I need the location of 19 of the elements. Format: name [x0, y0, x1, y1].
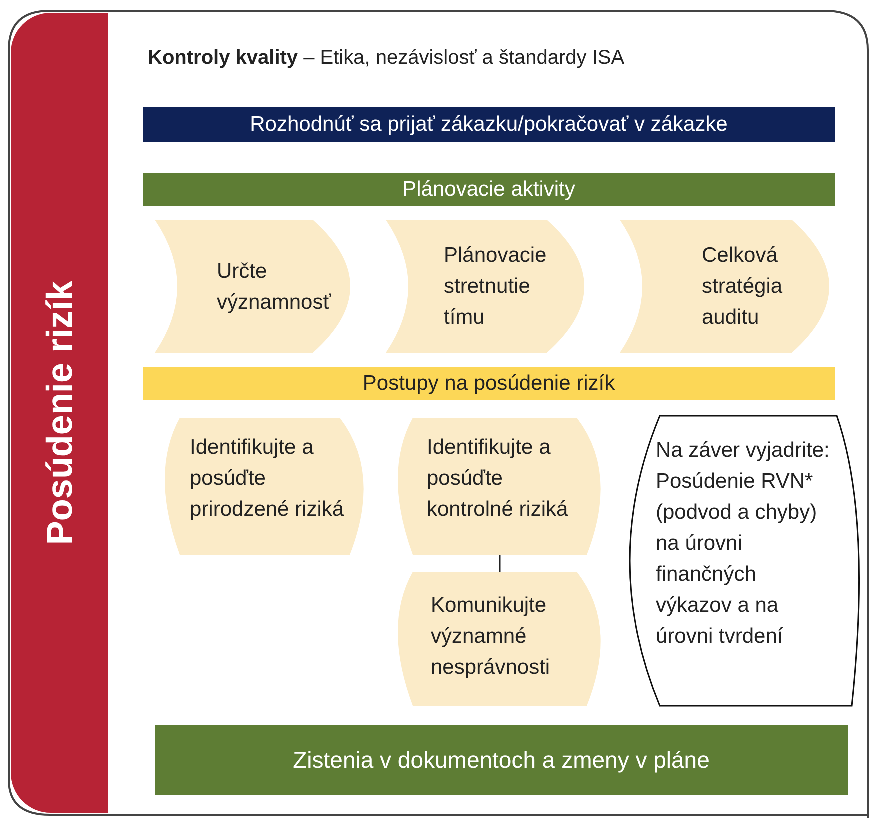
step-text: Celková stratégia auditu: [702, 243, 784, 331]
step-text: Identifikujte a posúďte prirodzené riziká: [190, 435, 346, 523]
heading-text: Kontroly kvality – Etika, nezávislosť a štandardy ISA: [148, 47, 625, 70]
step-text: Komunikujte významné nesprávnosti: [431, 593, 552, 681]
section-band: [143, 173, 835, 206]
section-band: [155, 725, 848, 795]
step-text: Plánovacie stretnutie tímu: [444, 243, 548, 331]
side-band: [11, 13, 108, 813]
section-band: [143, 107, 835, 142]
band-text: Plánovacie aktivity: [402, 178, 576, 202]
connector-line: [499, 555, 501, 572]
band-text: Postupy na posúdenie rizík: [362, 372, 616, 396]
section-band: [143, 367, 835, 400]
band-text: Zistenia v dokumentoch a zmeny v pláne: [293, 746, 710, 774]
step-text: Určte významnosť: [217, 259, 332, 316]
band-text: Posúdenie rizík: [38, 280, 80, 546]
band-text: Rozhodnúť sa prijať zákazku/pokračovať v zákazke: [250, 112, 728, 136]
step-text: Identifikujte a posúďte kontrolné riziká: [427, 435, 570, 523]
step-text: Na záver vyjadrite: Posúdenie RVN* (podvod a chyby) na úrovni finančných výkazov a na úrovni tvrdení: [656, 438, 831, 650]
